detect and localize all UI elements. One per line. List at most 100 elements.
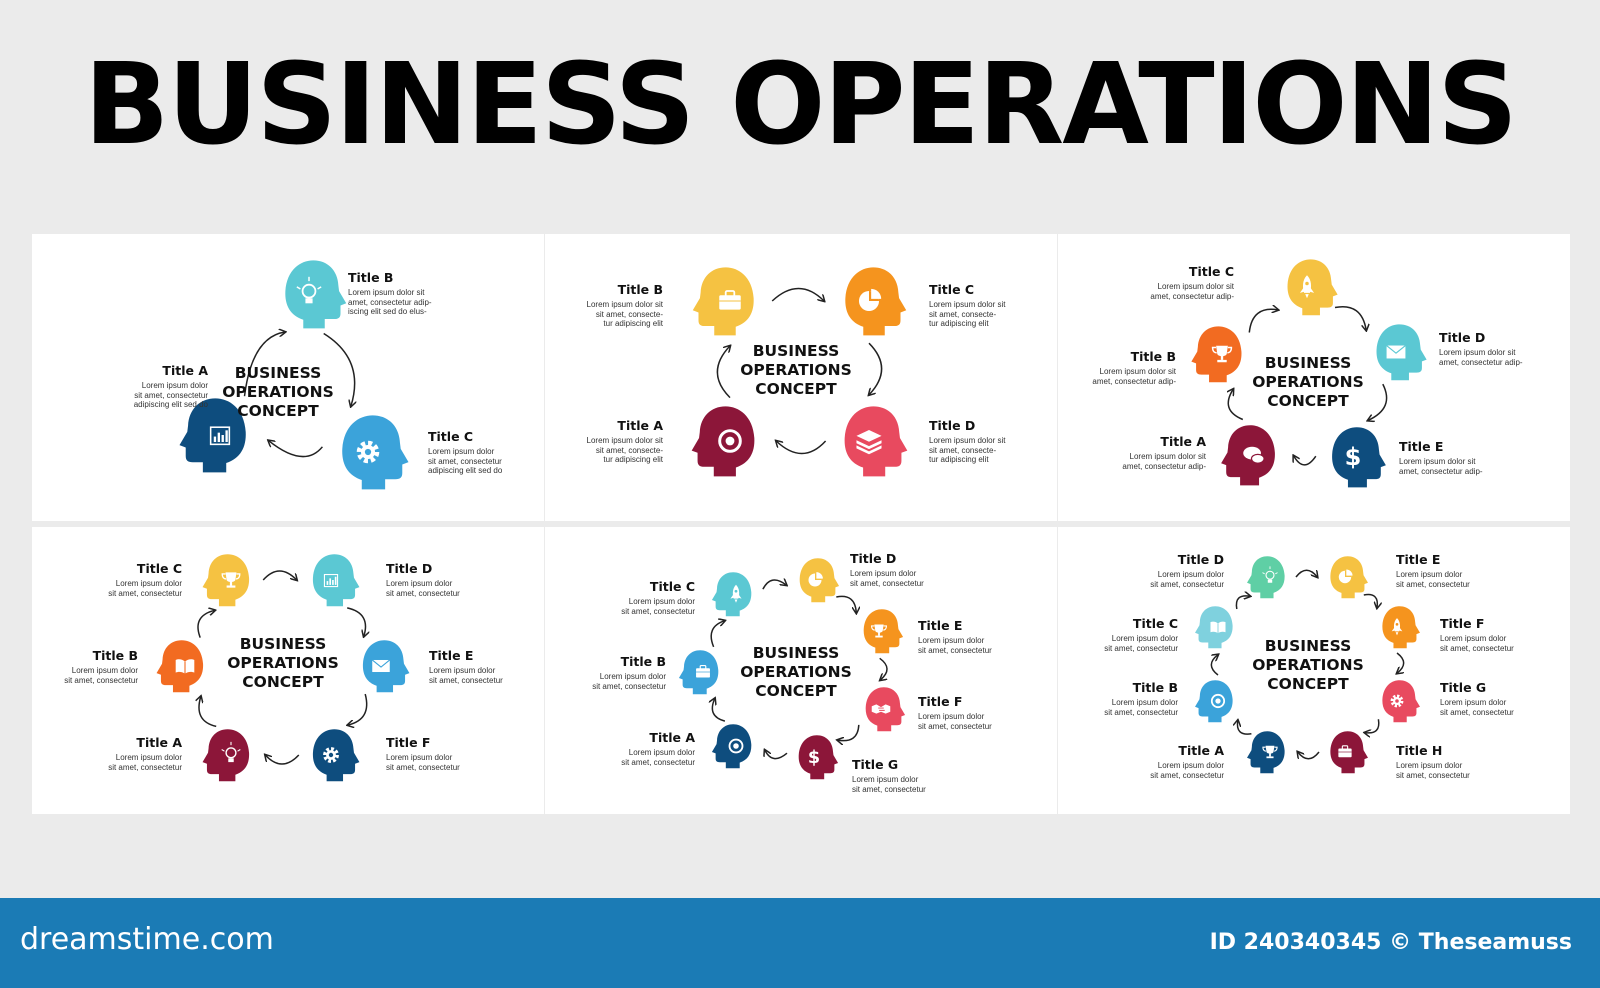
footer-bar: dreamstime.com ID 240340345 © Theseamuss <box>0 898 1600 988</box>
cycle-arrow <box>762 580 787 590</box>
node-title: Title A <box>649 730 695 745</box>
cycle-diagram: $ <box>1191 259 1427 488</box>
node-title: Title F <box>386 735 431 750</box>
node-title: Title C <box>649 579 695 594</box>
cycle-arrow <box>1237 720 1252 735</box>
node-title: Title E <box>1396 552 1441 567</box>
node-title: Title E <box>1399 439 1444 454</box>
head-node-title-d <box>312 554 360 607</box>
cycle-arrow <box>765 750 788 760</box>
cycle-arrow <box>197 610 215 638</box>
node-title: Title A <box>1178 743 1224 758</box>
description-line: sit amet, consectetur <box>134 390 208 400</box>
node-title: Title G <box>1440 680 1487 695</box>
description-line: Lorem ipsum dolor <box>141 381 208 390</box>
node-title: Title B <box>617 282 663 297</box>
description-line: Lorem ipsum dolor sit <box>929 436 1006 445</box>
description-line: Lorem ipsum dolor <box>1111 634 1178 643</box>
description-line: amet, consectetur adip- <box>1122 461 1206 471</box>
node-title: Title F <box>1440 616 1485 631</box>
description-line: Lorem ipsum dolor sit <box>586 300 663 309</box>
description-line: sit amet, consecte- <box>595 309 663 319</box>
description-line: sit amet, consectetur <box>386 762 460 772</box>
description-line: sit amet, consectetur <box>850 578 924 588</box>
head-node-title-b <box>678 650 719 695</box>
description-line: Lorem ipsum dolor sit <box>1129 452 1206 461</box>
node-title: Title B <box>620 654 666 669</box>
description-line: sit amet, consectetur <box>1104 707 1178 717</box>
target-icon <box>718 429 742 453</box>
head-node-title-b <box>1195 680 1233 723</box>
center-line: OPERATIONS <box>740 663 852 681</box>
head-node-title-f <box>865 687 906 732</box>
description-line: sit amet, consectetur <box>852 784 926 794</box>
lightbulb-icon <box>1262 566 1278 583</box>
cycle-arrow <box>1228 389 1244 421</box>
center-line: OPERATIONS <box>227 654 339 672</box>
description-line: Lorem ipsum dolor sit <box>586 436 663 445</box>
description-line: adipiscing elit sed do <box>133 400 208 409</box>
description-line: Lorem ipsum dolor <box>71 666 138 675</box>
node-title: Title A <box>1160 434 1206 449</box>
lightbulb-icon <box>221 741 241 763</box>
cycle-arrow <box>869 342 883 395</box>
node-title: Title G <box>852 757 899 772</box>
head-node-title-a <box>202 729 250 782</box>
description-line: amet, consectetur adip- <box>1092 376 1176 386</box>
cycle-arrow <box>1298 752 1320 760</box>
center-line: CONCEPT <box>237 402 319 420</box>
description-line: amet, consectetur adip- <box>1439 357 1523 367</box>
node-title: Title C <box>929 282 975 297</box>
description-line: sit amet, consectetur <box>1440 707 1514 717</box>
description-line: Lorem ipsum dolor <box>1111 698 1178 707</box>
head-node-title-c <box>1195 606 1233 649</box>
description-line: Lorem ipsum dolor <box>115 579 182 588</box>
description-line: tur adipiscing elit <box>603 319 663 328</box>
description-line: Lorem ipsum dolor <box>386 753 453 762</box>
description-line: Lorem ipsum dolor <box>429 666 496 675</box>
envelope-icon <box>1386 345 1406 359</box>
head-node-title-e <box>1330 556 1368 599</box>
center-line: OPERATIONS <box>222 383 334 401</box>
center-line: BUSINESS <box>752 342 840 360</box>
head-node-title-f <box>1382 606 1420 649</box>
head-node-title-b <box>285 260 347 329</box>
head-node-title-e: $ <box>1332 427 1386 488</box>
book-icon <box>1210 621 1226 634</box>
description-line: amet, consectetur adip- <box>348 297 432 307</box>
pie-chart-icon <box>1338 569 1353 584</box>
center-line: BUSINESS <box>1264 637 1352 655</box>
head-node-title-c <box>342 415 409 490</box>
cycle-arrow <box>838 724 860 741</box>
description-line: sit amet, consectetur <box>918 645 992 655</box>
node-title: Title D <box>386 561 433 576</box>
target-icon <box>728 738 744 754</box>
chat-icon <box>1243 446 1265 464</box>
